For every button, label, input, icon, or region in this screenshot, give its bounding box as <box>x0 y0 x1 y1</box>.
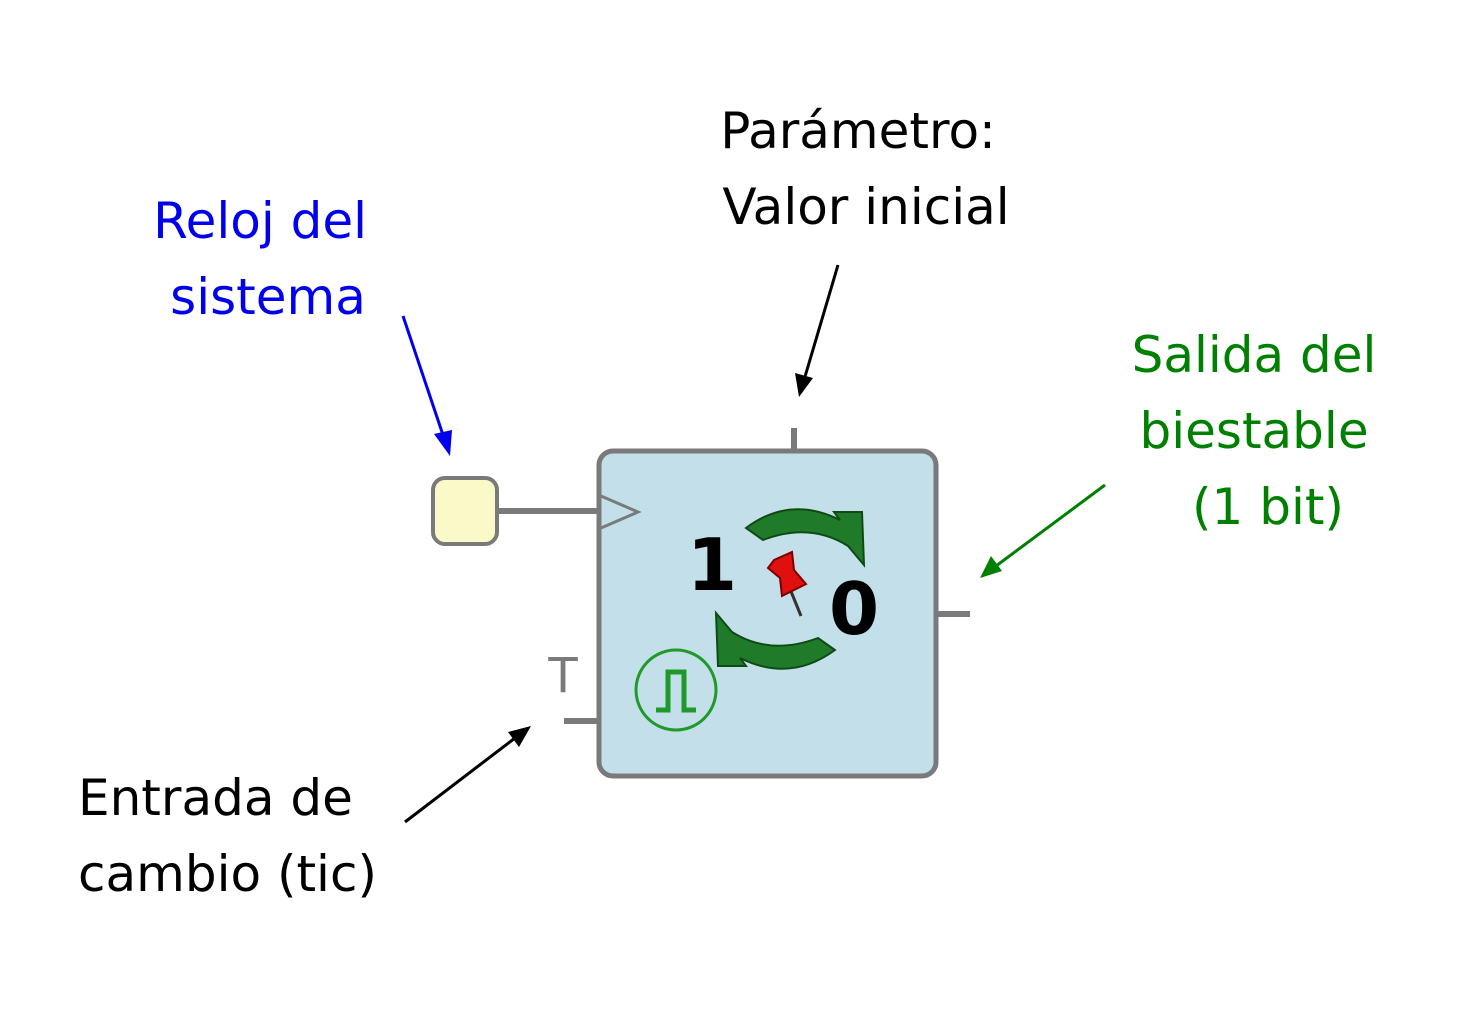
value-one: 1 <box>687 523 737 607</box>
tick-input-label-line-2: cambio (tic) <box>78 845 377 903</box>
clock-label: Reloj del sistema <box>153 192 383 326</box>
output-label-line-3: (1 bit) <box>1192 478 1344 536</box>
clock-port[interactable] <box>431 476 499 546</box>
clock-label-line-1: Reloj del <box>153 192 367 250</box>
pushpin-icon <box>766 550 808 617</box>
flipflop-block[interactable] <box>596 448 939 779</box>
value-zero: 0 <box>829 567 879 651</box>
clock-label-line-2: sistema <box>170 268 366 326</box>
parameter-pointer-arrow <box>795 264 840 397</box>
tick-input-label-line-1: Entrada de <box>78 769 353 827</box>
parameter-label-line-1: Parámetro: <box>720 102 996 160</box>
output-pointer-arrow <box>980 483 1106 578</box>
parameter-label: Parámetro: Valor inicial <box>720 102 1012 236</box>
toggle-arrows-icon <box>714 508 866 670</box>
tick-pin-symbol: T <box>547 648 578 704</box>
pulse-icon <box>634 648 718 732</box>
tick-input-label: Entrada de cambio (tic) <box>78 769 377 903</box>
tick-pointer-arrow <box>404 726 531 824</box>
clock-pointer-arrow <box>401 315 452 456</box>
output-label: Salida del biestable (1 bit) <box>1132 326 1393 536</box>
parameter-label-line-2: Valor inicial <box>722 178 1009 236</box>
clock-triangle-icon <box>600 494 642 530</box>
output-label-line-1: Salida del <box>1132 326 1377 384</box>
output-label-line-2: biestable <box>1140 402 1369 460</box>
